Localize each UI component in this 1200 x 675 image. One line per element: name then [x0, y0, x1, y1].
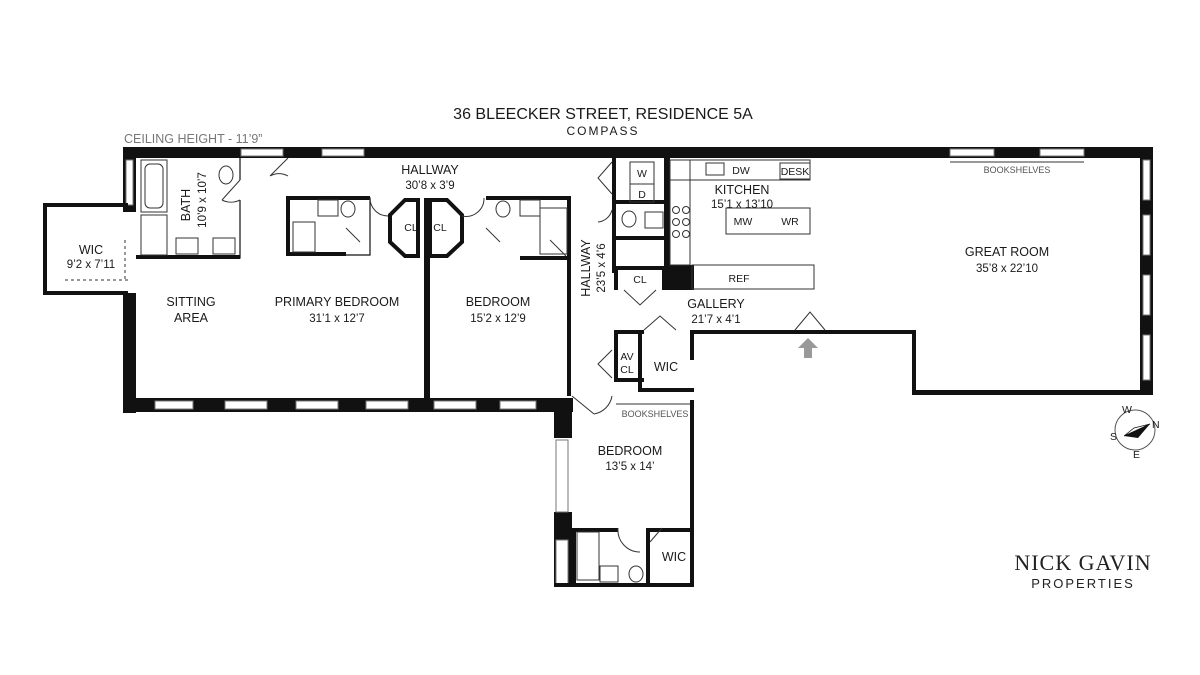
- compass-brand-logo: COMPASS: [566, 124, 639, 138]
- hallway-vertical-dim: 23’5 x 4’6: [596, 243, 608, 292]
- compass-rose-icon: N E S W: [1110, 404, 1160, 461]
- closet-left-label: CL: [404, 222, 418, 234]
- compass-west: W: [1122, 404, 1132, 416]
- av-closet-label-1: AV: [620, 351, 633, 363]
- hall-closet-label: CL: [633, 274, 647, 286]
- desk-label: DESK: [781, 166, 810, 178]
- bedroom-2-dim: 15’2 x 12’9: [470, 313, 526, 325]
- bedroom-3-bookshelves-label: BOOKSHELVES: [622, 409, 689, 419]
- kitchen-dim: 15’1 x 13’10: [711, 199, 773, 211]
- closet-right-label: CL: [433, 222, 447, 234]
- primary-bedroom-dim: 31’1 x 12’7: [309, 313, 365, 325]
- washer-label: W: [637, 168, 647, 180]
- gallery-dim: 21’7 x 4’1: [691, 314, 740, 326]
- sitting-area-label-2: AREA: [174, 311, 209, 325]
- wic-west-dim: 9’2 x 7’11: [67, 259, 115, 271]
- bath-dim: 10’9 x 10’7: [197, 172, 209, 228]
- bedroom-3-dim: 13’5 x 14’: [605, 461, 654, 473]
- compass-south: S: [1110, 431, 1117, 443]
- agent-name: NICK GAVIN: [1014, 550, 1151, 575]
- fixtures: [140, 159, 1084, 583]
- bedroom-3-label: BEDROOM: [598, 444, 663, 458]
- wine-refrigerator-label: WR: [781, 216, 799, 228]
- sitting-area-label-1: SITTING: [166, 295, 215, 309]
- hallway-top-dim: 30’8 x 3’9: [405, 180, 454, 192]
- wic-bottom-label: WIC: [662, 550, 686, 564]
- refrigerator-label: REF: [729, 273, 750, 285]
- compass-east: E: [1133, 449, 1140, 461]
- hallway-vertical-label: HALLWAY: [579, 239, 593, 297]
- doors: [221, 157, 826, 553]
- great-room-bookshelves-label: BOOKSHELVES: [984, 165, 1051, 175]
- agent-subtitle: PROPERTIES: [1031, 576, 1135, 591]
- wic-mid-label: WIC: [654, 360, 678, 374]
- kitchen-label: KITCHEN: [715, 183, 770, 197]
- gallery-label: GALLERY: [687, 297, 745, 311]
- compass-north: N: [1152, 419, 1160, 431]
- dryer-label: D: [638, 189, 646, 201]
- great-room-label: GREAT ROOM: [965, 245, 1049, 259]
- ceiling-height-label: CEILING HEIGHT - 11’9”: [124, 132, 262, 146]
- entry-arrow-icon: [798, 338, 818, 358]
- wic-west-label: WIC: [79, 243, 103, 257]
- dishwasher-label: DW: [732, 165, 750, 177]
- av-closet-label-2: CL: [620, 364, 634, 376]
- bedroom-2-label: BEDROOM: [466, 295, 531, 309]
- exterior-walls: [43, 147, 1153, 587]
- great-room-dim: 35’8 x 22’10: [976, 263, 1038, 275]
- plan-title: 36 BLEECKER STREET, RESIDENCE 5A: [453, 106, 753, 123]
- hallway-top-label: HALLWAY: [401, 163, 459, 177]
- microwave-label: MW: [734, 216, 753, 228]
- bath-label: BATH: [179, 189, 193, 221]
- primary-bedroom-label: PRIMARY BEDROOM: [275, 295, 400, 309]
- interior-walls: [136, 158, 694, 583]
